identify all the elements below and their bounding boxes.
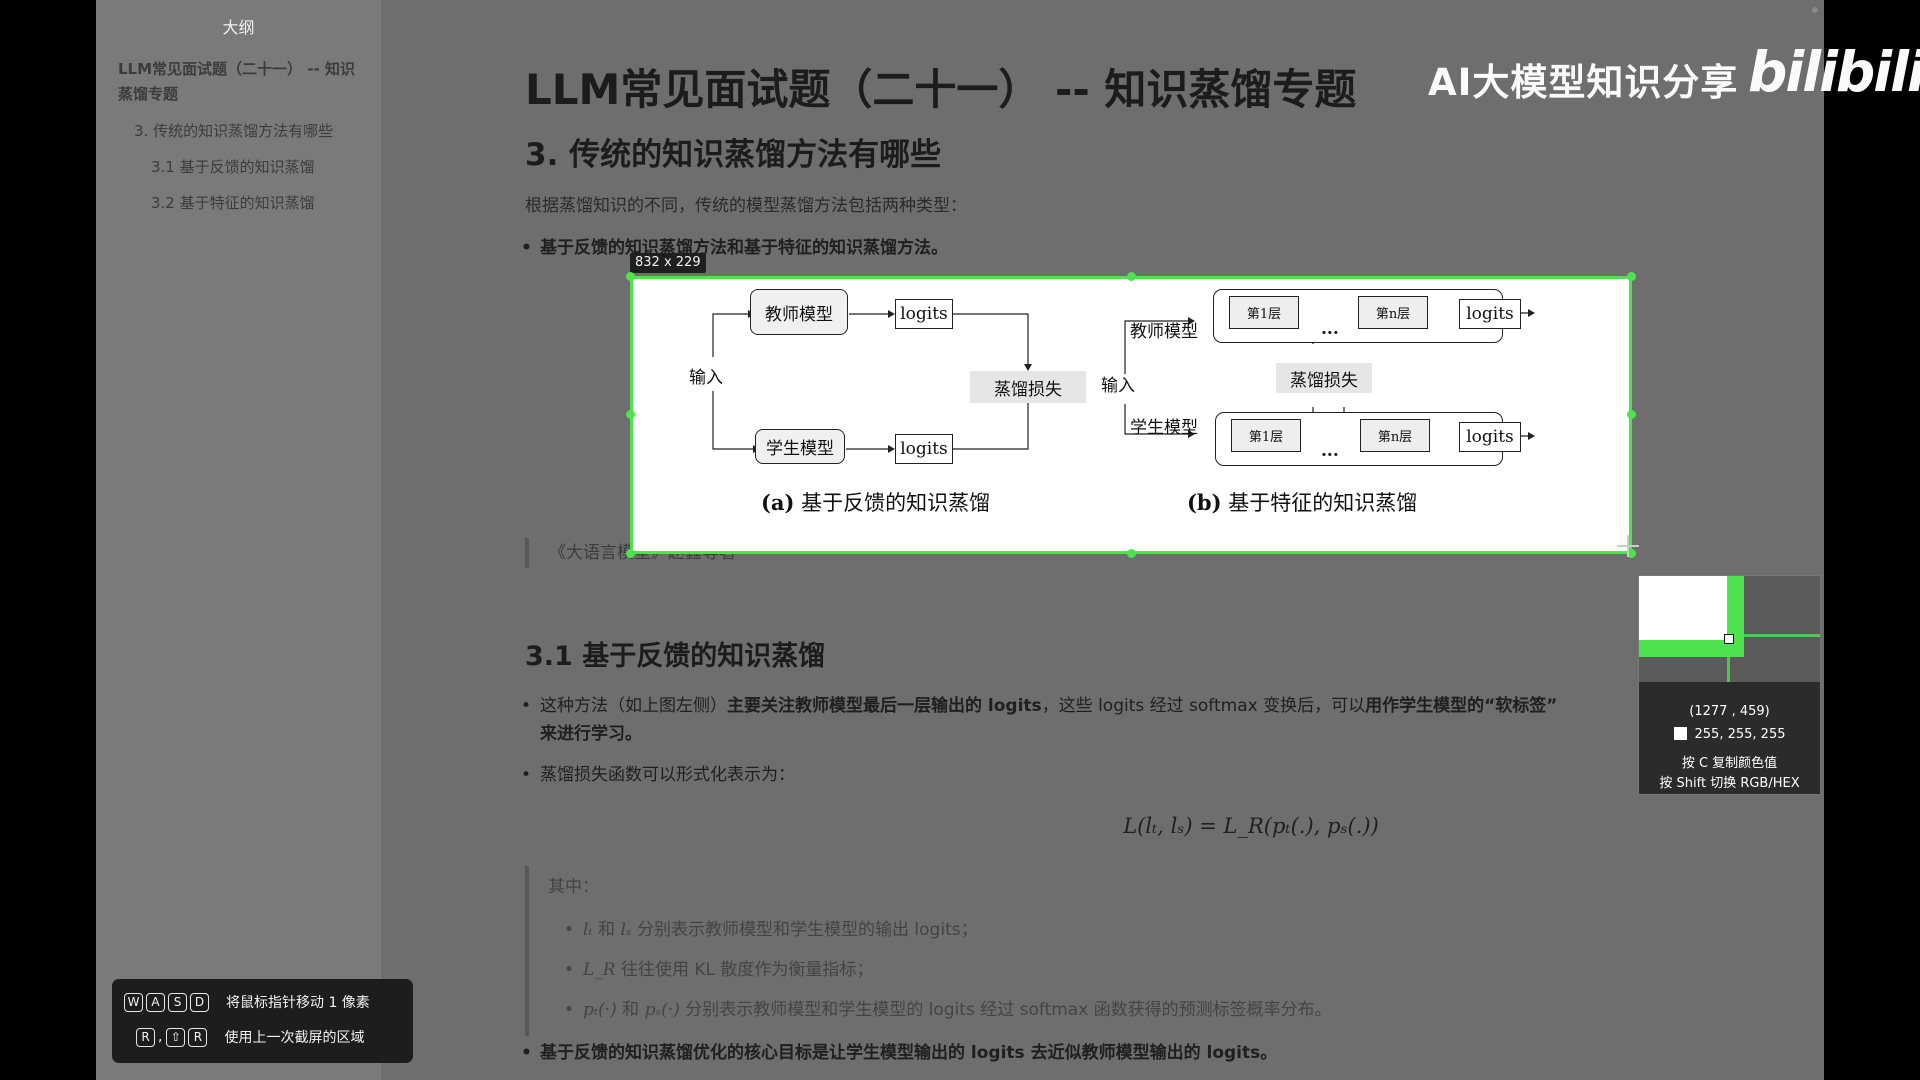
teacher-ellipsis: ... <box>1321 319 1339 339</box>
student-layer-n: 第n层 <box>1360 419 1430 452</box>
cursor-coordinates: (1277 , 459) <box>1689 704 1770 719</box>
student-layer-1: 第1层 <box>1231 419 1301 452</box>
key-d: D <box>190 992 209 1012</box>
teacher-layer-n: 第n层 <box>1358 296 1428 329</box>
watermark-text: AI大模型知识分享 <box>1428 61 1739 104</box>
copy-color-hint: 按 C 复制颜色值 <box>1681 756 1778 771</box>
definition-logits: lₜ 和 lₛ 分别表示教师模型和学生模型的输出 logits； <box>564 916 978 944</box>
handle-left[interactable] <box>626 410 635 419</box>
crosshair-cursor-icon <box>1617 535 1639 557</box>
logits-student-b: logits <box>1459 422 1521 452</box>
intro-paragraph: 根据蒸馏知识的不同，传统的模型蒸馏方法包括两种类型： <box>525 196 967 216</box>
handle-top-right[interactable] <box>1627 272 1636 281</box>
loss-formula: L(lₜ, lₛ) = L_R(pₜ(.), pₛ(.)) <box>1123 814 1379 838</box>
key-shift: ⇧ <box>166 1027 186 1047</box>
outline-item-section-3-2[interactable]: 3.2 基于特征的知识蒸馏 <box>151 194 315 212</box>
magnifier-view <box>1639 576 1820 682</box>
bullet-methods: 基于反馈的知识蒸馏方法和基于特征的知识蒸馏方法。 <box>521 234 948 262</box>
bullet-feedback-description: 这种方法（如上图左侧）主要关注教师模型最后一层输出的 logits，这些 log… <box>521 692 1720 748</box>
hint-row-reuse: R , ⇧ R 使用上一次截屏的区域 <box>124 1027 364 1047</box>
key-a: A <box>146 992 165 1012</box>
outline-item-title[interactable]: LLM常见面试题（二十一） -- 知识蒸馏专题 <box>118 60 355 103</box>
pixel-color: 255, 255, 255 <box>1639 727 1820 742</box>
caption-b: (b) 基于特征的知识蒸馏 <box>1187 490 1418 515</box>
outline-item-section-3-1[interactable]: 3.1 基于反馈的知识蒸馏 <box>151 158 315 176</box>
outline-sidebar: 大纲 LLM常见面试题（二十一） -- 知识蒸馏专题 3. 传统的知识蒸馏方法有… <box>96 0 381 1080</box>
toggle-format-hint: 按 Shift 切换 RGB/HEX <box>1659 776 1800 791</box>
hint-reuse-text: 使用上一次截屏的区域 <box>224 1030 365 1046</box>
keyboard-hint-panel: W A S D 将鼠标指针移动 1 像素 R , ⇧ R 使用上一次截屏的区域 <box>112 979 413 1063</box>
selection-size-label: 832 x 229 <box>630 253 706 273</box>
logits-teacher-b: logits <box>1459 299 1521 329</box>
outline-title: 大纲 <box>222 18 255 37</box>
bullet-loss-function: 蒸馏损失函数可以形式化表示为： <box>521 761 795 789</box>
teacher-layer-1: 第1层 <box>1229 296 1299 329</box>
student-ellipsis: ... <box>1321 441 1339 461</box>
handle-bottom-left[interactable] <box>626 549 635 558</box>
color-magnifier: (1277 , 459) 255, 255, 255 按 C 复制颜色值 按 S… <box>1638 575 1821 795</box>
key-r: R <box>136 1027 155 1047</box>
definitions-quote <box>525 866 1485 1036</box>
caption-a: (a) 基于反馈的知识蒸馏 <box>761 490 991 515</box>
page-title: LLM常见面试题（二十一） -- 知识蒸馏专题 <box>525 65 1357 114</box>
color-swatch-icon <box>1673 727 1687 740</box>
key-s: S <box>168 992 187 1012</box>
distill-loss-box-b: 蒸馏损失 <box>1276 363 1372 393</box>
status-dot <box>1812 7 1818 13</box>
key-separator: , <box>158 1029 163 1045</box>
bullet-optimization-goal: 基于反馈的知识蒸馏优化的核心目标是让学生模型输出的 logits 去近似教师模型… <box>521 1039 1277 1067</box>
handle-bottom[interactable] <box>1127 549 1136 558</box>
student-model-box-a: 学生模型 <box>755 429 845 464</box>
hint-row-move: W A S D 将鼠标指针移动 1 像素 <box>124 992 370 1012</box>
definition-lr: L_R 往往使用 KL 散度作为衡量指标； <box>564 956 873 984</box>
handle-top[interactable] <box>1127 272 1136 281</box>
definition-probabilities: pₜ(·) 和 pₛ(·) 分别表示教师模型和学生模型的 logits 经过 s… <box>564 996 1332 1024</box>
logits-teacher-a: logits <box>895 299 953 329</box>
student-label-b: 学生模型 <box>1130 418 1198 438</box>
key-r-2: R <box>188 1027 208 1047</box>
input-label-b: 输入 <box>1101 376 1135 396</box>
section-3-heading: 3. 传统的知识蒸馏方法有哪些 <box>525 137 942 173</box>
handle-top-left[interactable] <box>626 272 635 281</box>
input-label-a: 输入 <box>689 368 723 388</box>
teacher-label-b: 教师模型 <box>1130 322 1198 342</box>
outline-item-section-3[interactable]: 3. 传统的知识蒸馏方法有哪些 <box>134 122 334 140</box>
handle-bottom-right[interactable] <box>1627 549 1636 558</box>
bilibili-logo: bilibili <box>1748 40 1920 104</box>
handle-right[interactable] <box>1627 410 1636 419</box>
definitions-heading: 其中： <box>548 877 599 897</box>
distill-loss-box-a: 蒸馏损失 <box>970 371 1086 403</box>
key-w: W <box>124 992 143 1012</box>
teacher-model-box-a: 教师模型 <box>750 289 848 335</box>
logits-student-a: logits <box>895 434 953 464</box>
hint-move-text: 将鼠标指针移动 1 像素 <box>226 995 370 1011</box>
capture-selection[interactable]: 教师模型 学生模型 输入 logits logits 蒸馏损失 (a) 基于反馈… <box>630 276 1632 554</box>
section-3-1-heading: 3.1 基于反馈的知识蒸馏 <box>525 641 826 672</box>
